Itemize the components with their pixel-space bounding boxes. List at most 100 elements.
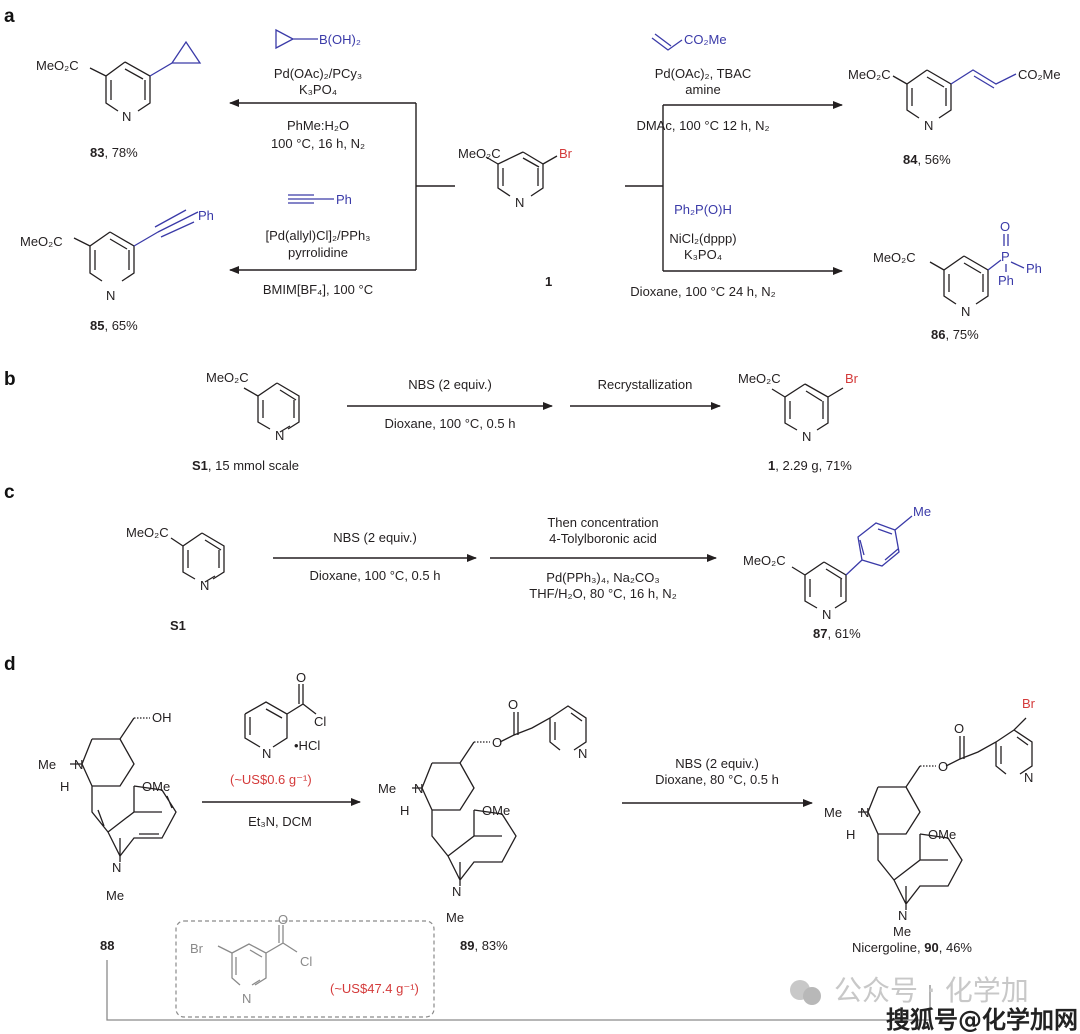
d-sm-indole-methyl: Me bbox=[106, 888, 124, 903]
cond-83-line4: 100 °C, 16 h, N₂ bbox=[271, 136, 365, 151]
b-product-ester: MeO₂C bbox=[738, 371, 781, 386]
c-product-ester: MeO₂C bbox=[743, 553, 786, 568]
c-product-87-structure: MeO₂C N Me 87, 61% bbox=[743, 504, 931, 641]
wechat-icon-bubble bbox=[803, 987, 821, 1005]
d-alt-bromine: Br bbox=[190, 941, 204, 956]
reagent-phenylacetylene: Ph bbox=[288, 192, 352, 207]
d-prod-indole-methyl: Me bbox=[893, 924, 911, 939]
b-s1-nitrogen: N bbox=[275, 428, 284, 443]
d-int-nme-methyl: Me bbox=[378, 781, 396, 796]
d-alt-price-expensive: (~US$47.4 g⁻¹) bbox=[330, 981, 419, 996]
b-product-1-structure: MeO₂C Br N 1, 2.29 g, 71% bbox=[738, 371, 859, 473]
d-prod-hydrogen: H bbox=[846, 827, 855, 842]
compound-1-structure: MeO₂C Br N 1 bbox=[458, 146, 573, 289]
product-84-structure: MeO₂C N CO₂Me 84, 56% bbox=[848, 67, 1061, 167]
right-branch-line bbox=[625, 105, 664, 271]
d-alt-nitrogen: N bbox=[242, 991, 251, 1006]
d-prod-carbonyl-oxygen: O bbox=[954, 721, 964, 736]
product-83-structure: MeO₂C N 83, 78% bbox=[36, 40, 202, 160]
c-s1-ester: MeO₂C bbox=[126, 525, 169, 540]
d-int-caption: 89, 83% bbox=[460, 938, 508, 953]
c-step2-bottom1: Pd(PPh₃)₄, Na₂CO₃ bbox=[546, 570, 659, 585]
cond-85-line3: BMIM[BF₄], 100 °C bbox=[263, 282, 373, 297]
watermark-line2: 搜狐号@化学加网 bbox=[886, 1006, 1078, 1034]
compound-1-nitrogen: N bbox=[515, 195, 524, 210]
c-step1-bottom: Dioxane, 100 °C, 0.5 h bbox=[310, 568, 441, 583]
reagent-acrylate-label: CO₂Me bbox=[684, 32, 727, 47]
product-84-ester2: CO₂Me bbox=[1018, 67, 1061, 82]
b-step1-top: NBS (2 equiv.) bbox=[408, 377, 492, 392]
panel-label-c: c bbox=[4, 482, 15, 503]
d-reagent-chlorine: Cl bbox=[314, 714, 326, 729]
cond-83-line2: K₃PO₄ bbox=[299, 82, 337, 97]
product-85-phenyl: Ph bbox=[198, 208, 214, 223]
d-reagent-price-cheap: (~US$0.6 g⁻¹) bbox=[230, 772, 312, 787]
b-step2-top: Recrystallization bbox=[598, 377, 693, 392]
d-sm-88-structure: OH Me N H OMe N Me 88 bbox=[38, 710, 177, 953]
cond-83-line1: Pd(OAc)₂/PCy₃ bbox=[274, 66, 362, 81]
product-83-nitrogen: N bbox=[122, 109, 131, 124]
product-86-ester: MeO₂C bbox=[873, 250, 916, 265]
d-prod-caption: Nicergoline, 90, 46% bbox=[852, 940, 972, 955]
d-prod-ester-oxygen: O bbox=[938, 759, 948, 774]
b-s1-ester: MeO₂C bbox=[206, 370, 249, 385]
d-int-hydrogen: H bbox=[400, 803, 409, 818]
d-alt-route-line bbox=[106, 960, 930, 1021]
product-86-phosphorus: P bbox=[1001, 249, 1010, 264]
product-83-ester: MeO₂C bbox=[36, 58, 79, 73]
d-reagent-nitrogen: N bbox=[262, 746, 271, 761]
c-step2-top1: Then concentration bbox=[547, 515, 658, 530]
d-prod-methoxy: OMe bbox=[928, 827, 956, 842]
d-reagent-nicotinoyl-chloride: O Cl •HCl N (~US$0.6 g⁻¹) bbox=[230, 670, 326, 787]
product-86-phenyl1: Ph bbox=[1026, 261, 1042, 276]
product-84-ester: MeO₂C bbox=[848, 67, 891, 82]
product-86-nitrogen: N bbox=[961, 304, 970, 319]
d-int-amine-n: N bbox=[414, 781, 423, 796]
product-86-structure: MeO₂C O P Ph Ph N 86, 75% bbox=[873, 219, 1042, 342]
d-reagent-oxygen: O bbox=[296, 670, 306, 685]
c-start-s1-structure: MeO₂C N S1 bbox=[126, 525, 225, 633]
d-reagent-hcl-salt: •HCl bbox=[294, 738, 320, 753]
b-step1-bottom: Dioxane, 100 °C, 0.5 h bbox=[385, 416, 516, 431]
d-sm-hydrogen: H bbox=[60, 779, 69, 794]
cond-86-line3: Dioxane, 100 °C 24 h, N₂ bbox=[630, 284, 775, 299]
d-int-methoxy: OMe bbox=[482, 803, 510, 818]
d-int-pyridine-n: N bbox=[578, 746, 587, 761]
c-step2-top2: 4-Tolylboronic acid bbox=[549, 531, 657, 546]
d-step2-top1: NBS (2 equiv.) bbox=[675, 756, 759, 771]
d-prod-indole-n: N bbox=[898, 908, 907, 923]
c-s1-nitrogen: N bbox=[200, 578, 209, 593]
c-s1-caption: S1 bbox=[170, 618, 186, 633]
d-sm-methoxy: OMe bbox=[142, 779, 170, 794]
cond-84-line1: Pd(OAc)₂, TBAC bbox=[655, 66, 752, 81]
d-int-carbonyl-oxygen: O bbox=[508, 697, 518, 712]
reagent-methyl-acrylate: CO₂Me bbox=[651, 32, 727, 51]
reagent-phenylacetylene-label: Ph bbox=[336, 192, 352, 207]
c-product-caption: 87, 61% bbox=[813, 626, 861, 641]
c-product-methyl: Me bbox=[913, 504, 931, 519]
d-product-90-nicergoline-structure: O O Br N Me N H OMe N Me Nicergoline, 90… bbox=[824, 696, 1036, 955]
d-int-ester-oxygen: O bbox=[492, 735, 502, 750]
product-84-caption: 84, 56% bbox=[903, 152, 951, 167]
product-83-caption: 83, 78% bbox=[90, 145, 138, 160]
product-85-structure: MeO₂C N Ph 85, 65% bbox=[20, 208, 214, 333]
d-sm-amine-n: N bbox=[74, 757, 83, 772]
reagent-cyclopropylboronic-acid: B(OH)₂ bbox=[275, 28, 361, 50]
cond-85-line2: pyrrolidine bbox=[288, 245, 348, 260]
cond-83-line3: PhMe:H₂O bbox=[287, 118, 349, 133]
d-sm-nme-methyl: Me bbox=[38, 757, 56, 772]
product-86-caption: 86, 75% bbox=[931, 327, 979, 342]
d-alt-reagent-bromonicotinoyl-chloride: Br O Cl N (~US$47.4 g⁻¹) bbox=[190, 912, 419, 1006]
compound-1-ester: MeO₂C bbox=[458, 146, 501, 161]
compound-1-bromine: Br bbox=[559, 146, 573, 161]
product-85-caption: 85, 65% bbox=[90, 318, 138, 333]
watermark: 公众号 · 化学加 搜狐号@化学加网 bbox=[790, 974, 1078, 1034]
d-alt-chlorine: Cl bbox=[300, 954, 312, 969]
product-86-phenyl2: Ph bbox=[998, 273, 1014, 288]
watermark-line1: 公众号 · 化学加 bbox=[834, 974, 1029, 1007]
product-84-nitrogen: N bbox=[924, 118, 933, 133]
left-branch-line bbox=[415, 103, 455, 270]
d-sm-indole-n: N bbox=[112, 860, 121, 875]
d-alt-oxygen: O bbox=[278, 912, 288, 927]
